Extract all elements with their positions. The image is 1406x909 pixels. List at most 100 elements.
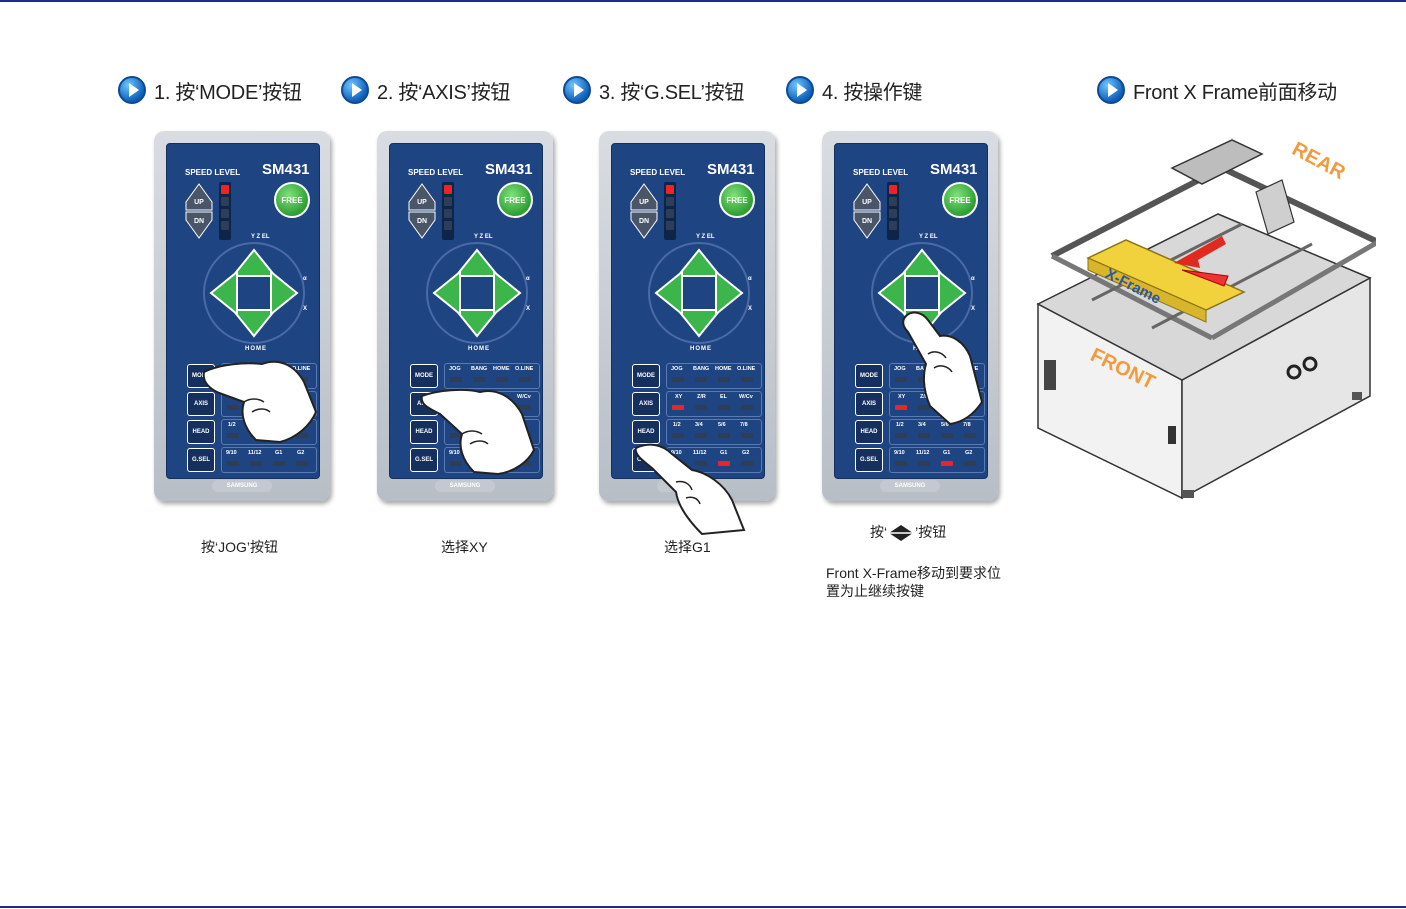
play-arrow-icon	[118, 76, 146, 104]
mode-button[interactable]: MODE	[632, 364, 660, 388]
arrow-right-icon	[270, 269, 299, 317]
play-arrow-icon	[341, 76, 369, 104]
head-1112-label: 11/12	[248, 450, 262, 456]
home-label: HOME	[245, 346, 267, 352]
head-12-label: 1/2	[896, 422, 904, 428]
gsel-button[interactable]: G.SEL	[410, 448, 438, 472]
x-label: X	[526, 306, 530, 312]
arrow-up-icon	[230, 248, 278, 277]
step-3-header: 3. 按‘G.SEL’按钮	[563, 74, 744, 106]
xy-label: XY	[675, 394, 683, 400]
speed-up-down-buttons[interactable]: UP DN	[853, 182, 881, 240]
arrow-left-icon	[877, 269, 906, 317]
head-button[interactable]: HEAD	[632, 420, 660, 444]
wcv-label: W/Cv	[739, 394, 753, 400]
g1-label: G1	[943, 450, 951, 456]
speed-led-bar	[664, 182, 676, 240]
pendant-panel: SPEED LEVEL SM431 FREE UP DN Y Z EL α X …	[834, 143, 988, 479]
wcv-label: W/Cv	[517, 394, 531, 400]
mode-button[interactable]: MODE	[410, 364, 438, 388]
arrow-up-icon	[675, 248, 723, 277]
oline-label: O.LINE	[515, 366, 534, 372]
axis-top-label: Y Z EL	[919, 234, 938, 240]
axis-row: XY Z/R EL W/Cv	[666, 391, 762, 417]
step-1-header: 1. 按‘MODE’按钮	[118, 74, 302, 106]
play-arrow-icon	[786, 76, 814, 104]
head-34-label: 3/4	[918, 422, 926, 428]
g2-label: G2	[965, 450, 973, 456]
step-1-text: 1. 按‘MODE’按钮	[154, 81, 302, 104]
x-label: X	[971, 306, 975, 312]
g2-label: G2	[297, 450, 305, 456]
free-button[interactable]: FREE	[719, 182, 755, 218]
speed-up-down-buttons[interactable]: UP DN	[408, 182, 436, 240]
machine-illustration	[1036, 139, 1376, 500]
head-button[interactable]: HEAD	[410, 420, 438, 444]
gsel-button[interactable]: G.SEL	[855, 448, 883, 472]
head-56-label: 5/6	[718, 422, 726, 428]
free-button[interactable]: FREE	[274, 182, 310, 218]
arrow-right-icon	[715, 269, 744, 317]
head-button[interactable]: HEAD	[187, 420, 215, 444]
speed-led-bar	[442, 182, 454, 240]
samsung-logo: SAMSUNG	[880, 480, 940, 492]
speed-up-down-buttons[interactable]: UP DN	[185, 182, 213, 240]
direction-pad[interactable]: α X	[646, 240, 752, 346]
head-row: 1/2 3/4 5/6 7/8	[889, 419, 985, 445]
x-label: X	[303, 306, 307, 312]
caption-step-4: 按‘’按钮	[870, 522, 946, 542]
step-5-text: Front X Frame前面移动	[1133, 81, 1337, 104]
head-56-label: 5/6	[941, 422, 949, 428]
caption-step-3: 选择G1	[664, 539, 711, 555]
gsel-button[interactable]: G.SEL	[187, 448, 215, 472]
step-2-text: 2. 按‘AXIS’按钮	[377, 81, 511, 104]
dn-label: DN	[194, 218, 204, 225]
model-label: SM431	[485, 161, 533, 178]
jog-label: JOG	[449, 366, 461, 372]
samsung-logo: SAMSUNG	[435, 480, 495, 492]
axis-button[interactable]: AXIS	[187, 392, 215, 416]
jog-label: JOG	[671, 366, 683, 372]
teach-pendant-step-1: SPEED LEVEL SM431 FREE UP DN Y Z EL α X …	[154, 131, 330, 501]
mode-button[interactable]: MODE	[855, 364, 883, 388]
home-label: HOME	[468, 346, 490, 352]
bang-label: BANG	[471, 366, 488, 372]
jog-label: JOG	[894, 366, 906, 372]
free-button[interactable]: FREE	[497, 182, 533, 218]
direction-pad[interactable]: α X	[424, 240, 530, 346]
play-arrow-icon	[563, 76, 591, 104]
zr-label: Z/R	[697, 394, 706, 400]
head-1112-label: 11/12	[916, 450, 930, 456]
teach-pendant-step-3: SPEED LEVEL SM431 FREE UP DN Y Z EL α X …	[599, 131, 775, 501]
speed-led-bar	[887, 182, 899, 240]
direction-pad[interactable]: α X	[201, 240, 307, 346]
direction-diamond-icon	[889, 525, 914, 542]
el-label: EL	[720, 394, 728, 400]
alpha-label: α	[526, 276, 530, 282]
up-label: UP	[194, 199, 204, 206]
speed-up-down-buttons[interactable]: UP DN	[630, 182, 658, 240]
arrow-up-icon	[898, 248, 946, 277]
mode-row: JOG BANG HOME O.LINE	[444, 363, 540, 389]
head-910-label: 9/10	[226, 450, 237, 456]
arrow-right-icon	[493, 269, 522, 317]
free-button[interactable]: FREE	[942, 182, 978, 218]
pendant-panel: SPEED LEVEL SM431 FREE UP DN Y Z EL α X …	[166, 143, 320, 479]
speed-level-label: SPEED LEVEL	[853, 168, 909, 177]
model-label: SM431	[262, 161, 310, 178]
axis-button[interactable]: AXIS	[632, 392, 660, 416]
head-button[interactable]: HEAD	[855, 420, 883, 444]
step-2-header: 2. 按‘AXIS’按钮	[341, 74, 510, 106]
bottom-rule	[0, 906, 1406, 908]
home-mode-label: HOME	[715, 366, 732, 372]
speed-level-label: SPEED LEVEL	[185, 168, 241, 177]
arrow-down-icon	[453, 309, 501, 338]
axis-button[interactable]: AXIS	[855, 392, 883, 416]
speed-led-bar	[219, 182, 231, 240]
teach-pendant-step-4: SPEED LEVEL SM431 FREE UP DN Y Z EL α X …	[822, 131, 998, 501]
head-910-label: 9/10	[894, 450, 905, 456]
step-3-text: 3. 按‘G.SEL’按钮	[599, 81, 745, 104]
up-label: UP	[862, 199, 872, 206]
arrow-up-icon	[453, 248, 501, 277]
head-12-label: 1/2	[673, 422, 681, 428]
